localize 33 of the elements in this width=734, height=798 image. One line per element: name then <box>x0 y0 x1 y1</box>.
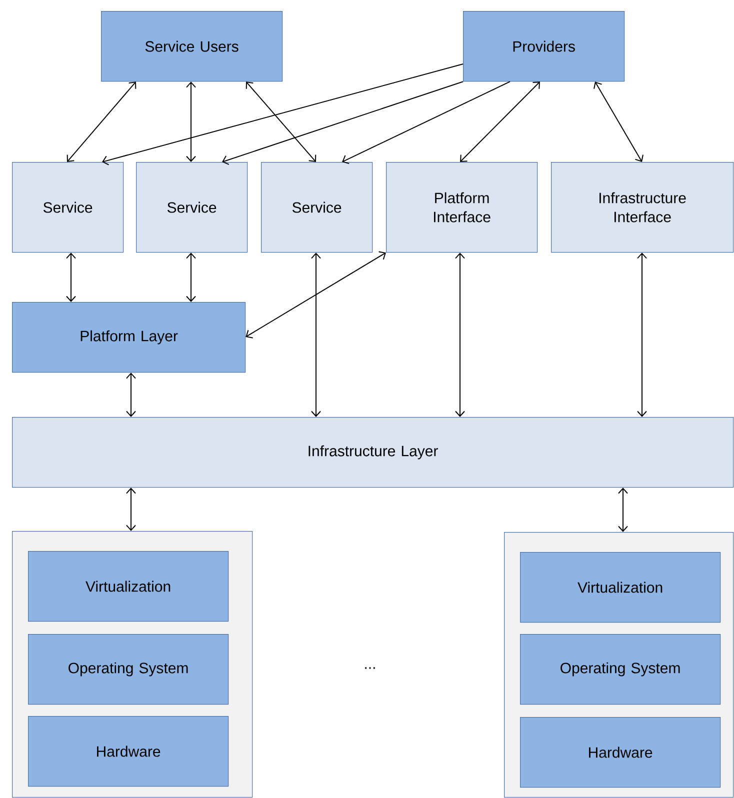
layer-box: Operating System <box>520 634 721 705</box>
layer-box: Hardware <box>28 716 229 787</box>
arrow <box>186 252 196 302</box>
arrow <box>311 252 321 417</box>
arrow <box>637 252 647 417</box>
arrow <box>618 488 628 532</box>
actor-box: Providers <box>463 11 625 82</box>
layer-box: Platform Layer <box>12 302 246 373</box>
arrow <box>246 251 386 338</box>
arrow <box>66 82 136 162</box>
arrow <box>342 81 510 164</box>
layer-box: Infrastructure Layer <box>12 417 734 488</box>
arrow <box>455 252 465 417</box>
arrow <box>126 488 136 531</box>
arrow <box>126 372 136 417</box>
interface-box: Platform Interface <box>386 162 538 253</box>
ellipsis: ... <box>365 667 375 669</box>
interface-box: Infrastructure Interface <box>551 162 734 253</box>
arrow <box>222 81 464 165</box>
actor-box: Service Users <box>101 11 283 82</box>
service-box: Service <box>136 162 248 253</box>
layer-box: Virtualization <box>28 551 229 622</box>
arrow <box>246 82 316 162</box>
service-box: Service <box>261 162 373 253</box>
arrow <box>102 64 464 166</box>
layer-box: Hardware <box>520 717 721 788</box>
arrow <box>186 82 196 162</box>
service-box: Service <box>12 162 124 253</box>
layer-box: Virtualization <box>520 552 721 623</box>
arrow <box>594 82 644 162</box>
arrow <box>460 82 540 162</box>
arrow <box>66 252 76 302</box>
layer-box: Operating System <box>28 634 229 705</box>
